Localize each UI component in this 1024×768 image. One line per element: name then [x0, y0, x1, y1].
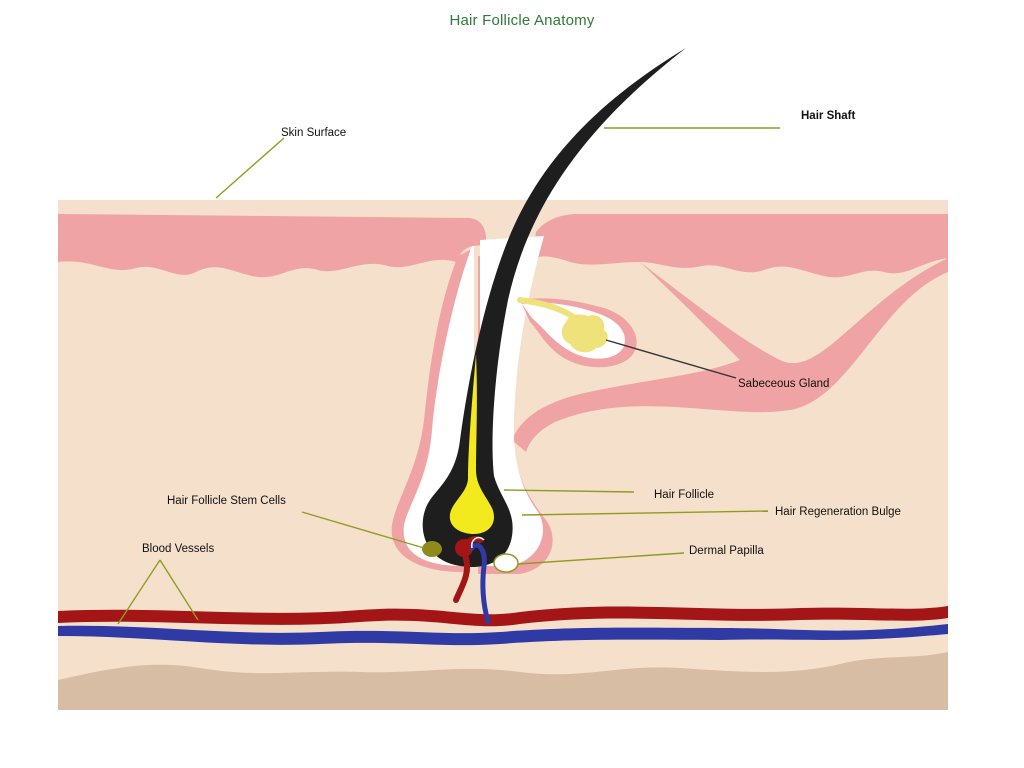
artery — [58, 606, 948, 627]
leader-stem-cells — [301, 511, 425, 549]
label-blood-vessels: Blood Vessels — [142, 543, 214, 555]
label-hair-shaft: Hair Shaft — [801, 110, 855, 122]
label-dermal-papilla: Dermal Papilla — [689, 545, 764, 557]
hair-core — [449, 354, 494, 534]
dermal-papilla-dot — [493, 553, 519, 573]
label-hair-follicle-stem-cells: Hair Follicle Stem Cells — [167, 495, 286, 507]
leader-dermal-papilla — [517, 552, 685, 565]
diagram-title: Hair Follicle Anatomy — [449, 12, 594, 29]
capillary-highlight — [470, 536, 485, 549]
label-hair-regeneration-bulge: Hair Regeneration Bulge — [775, 506, 901, 518]
sebaceous-duct — [517, 297, 575, 319]
leader-hair-regeneration-bulge — [521, 510, 769, 516]
leader-sebaceous-gland — [605, 339, 737, 379]
leader-hair-follicle — [503, 489, 635, 493]
label-skin-surface: Skin Surface — [281, 127, 346, 139]
dermal-branch — [512, 258, 948, 452]
hair-follicle-stem-cells-dot — [422, 541, 442, 557]
subcutaneous-layer — [58, 652, 948, 710]
leader-skin-surface — [215, 137, 285, 199]
leader-blood-vessels — [117, 559, 199, 625]
label-hair-follicle: Hair Follicle — [654, 489, 714, 501]
vein — [58, 624, 948, 646]
epidermis-right — [532, 214, 948, 278]
sebaceous-gland — [561, 314, 608, 353]
label-sebaceous-gland: Sabeceous Gland — [738, 378, 829, 390]
capillary-artery — [453, 536, 483, 603]
capillary-vein — [469, 542, 491, 625]
capillary-loop-red — [455, 539, 473, 557]
epidermis-left — [58, 214, 486, 278]
hair-shaft — [422, 48, 686, 567]
skin-surface-strip — [58, 200, 948, 226]
